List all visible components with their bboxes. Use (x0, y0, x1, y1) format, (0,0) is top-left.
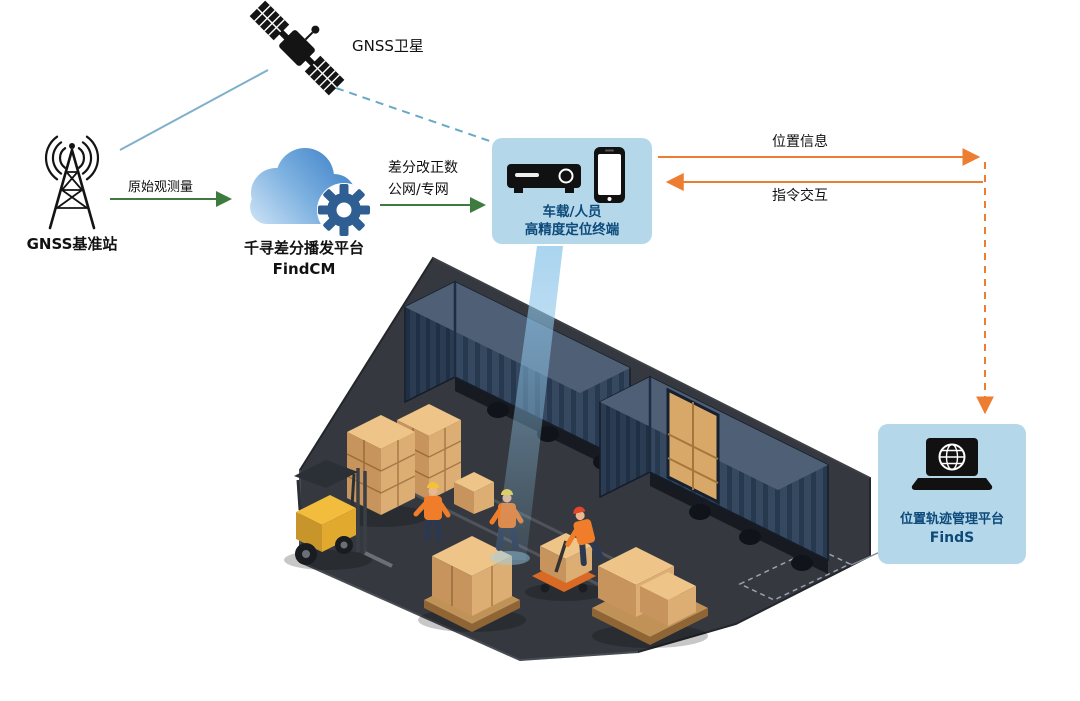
gear-icon (318, 184, 370, 236)
single-box (454, 472, 494, 514)
cloud-platform-label: 千寻差分播发平台 (243, 239, 364, 257)
worker-loader (413, 482, 451, 541)
positioning-beam (494, 246, 563, 560)
terminal-label-line1: 车载/人员 (542, 204, 602, 220)
terminal-panel: 车载/人员 高精度定位终端 (492, 138, 652, 244)
position-info-label: 位置信息 (772, 134, 828, 150)
cloud-platform-product: FindCM (272, 260, 336, 278)
base-station-label: GNSS基准站 (26, 235, 118, 253)
satellite-icon (249, 0, 345, 96)
satellite-label: GNSS卫星 (352, 37, 424, 55)
correction-data-label: 差分改正数 (388, 160, 458, 176)
smartphone-icon (594, 147, 625, 203)
management-platform-product: FindS (929, 530, 975, 546)
link-satellite-to-base (119, 69, 269, 151)
link-satellite-to-terminal (335, 87, 505, 147)
raw-observation-label: 原始观测量 (128, 180, 194, 195)
radio-tower-icon (44, 135, 100, 230)
tracking-zone-outline (738, 547, 852, 601)
forklift (294, 460, 393, 568)
cloud-icon (250, 148, 371, 237)
network-type-label: 公网/专网 (388, 182, 449, 198)
laptop-globe-icon (911, 438, 993, 490)
worker-pallet-truck (565, 506, 604, 567)
terminal-label-line2: 高精度定位终端 (524, 222, 620, 238)
callout-line (850, 551, 881, 566)
pallet-right (592, 547, 708, 645)
container-rear (404, 280, 631, 477)
warehouse-illustration (284, 246, 871, 662)
receiver-icon (507, 164, 581, 193)
container-front (599, 375, 829, 574)
command-interaction-label: 指令交互 (772, 188, 828, 204)
pallet-center (424, 536, 520, 632)
management-platform-panel: 位置轨迹管理平台 FindS (878, 424, 1026, 564)
management-platform-label: 位置轨迹管理平台 (899, 512, 1004, 527)
